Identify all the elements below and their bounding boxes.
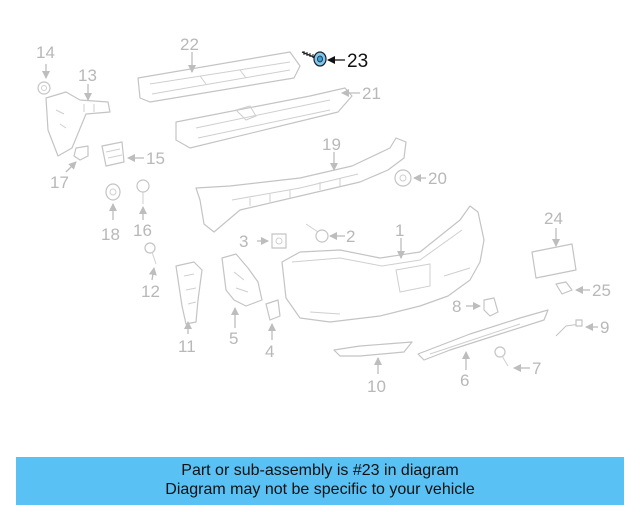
part-5-splash-guard [221, 253, 263, 307]
callout-9: 9 [600, 318, 609, 337]
part-18-nut [105, 183, 121, 201]
callout-14: 14 [36, 43, 55, 62]
part-16-screw [136, 179, 150, 204]
callout-20: 20 [428, 169, 447, 188]
callout-5: 5 [229, 329, 238, 348]
callout-8: 8 [452, 297, 461, 316]
part-15-retainer [101, 141, 125, 167]
callout-11: 11 [178, 337, 196, 356]
callout-17: 17 [50, 173, 69, 192]
part-2-screw [305, 223, 329, 243]
callout-25: 25 [592, 281, 611, 300]
part-1-bumper-cover [281, 205, 485, 323]
part-13-side-bracket [45, 91, 111, 157]
part-20-clip-nut [394, 169, 412, 187]
part-8-clip [483, 297, 499, 317]
callout-16: 16 [133, 221, 152, 240]
callout-10: 10 [367, 377, 386, 396]
part-22-reinforcement-bar [137, 51, 301, 103]
banner-line-part-number: Part or sub-assembly is #23 in diagram [181, 462, 459, 479]
part-7-screw [494, 346, 509, 367]
callout-4: 4 [265, 342, 274, 361]
info-banner: Part or sub-assembly is #23 in diagram D… [16, 457, 624, 505]
part-12-screw [144, 242, 157, 265]
parts-diagram: 1 2 3 4 5 6 7 8 9 10 11 12 13 14 15 16 1… [36, 35, 611, 396]
part-14-clip [37, 81, 51, 95]
callout-24: 24 [544, 209, 563, 228]
part-10-reflector [333, 341, 413, 357]
callout-21: 21 [362, 84, 381, 103]
part-17-clip [73, 145, 89, 161]
part-11-side-bracket [175, 261, 203, 325]
part-25-clip [555, 281, 573, 295]
part-6-lower-molding [417, 309, 549, 361]
part-24-license-plate-panel [531, 243, 577, 279]
part-23-bolt [301, 51, 327, 67]
part-21-energy-absorber [175, 87, 353, 149]
callout-1: 1 [395, 221, 404, 240]
callout-22: 22 [180, 35, 199, 54]
callout-18: 18 [101, 225, 120, 244]
callout-6: 6 [460, 371, 469, 390]
part-4-bracket [265, 299, 281, 321]
part-3-plug [271, 233, 287, 249]
callout-7: 7 [532, 359, 541, 378]
part-9-sensor-clip [555, 319, 583, 337]
banner-line-disclaimer: Diagram may not be specific to your vehi… [165, 481, 475, 498]
part-19-guide-bar [195, 137, 407, 233]
callout-13: 13 [78, 66, 97, 85]
callout-23: 23 [347, 51, 368, 72]
callout-3: 3 [239, 232, 248, 251]
callout-19: 19 [322, 135, 341, 154]
callout-2: 2 [346, 227, 355, 246]
callout-15: 15 [146, 149, 165, 168]
callout-12: 12 [141, 282, 160, 301]
